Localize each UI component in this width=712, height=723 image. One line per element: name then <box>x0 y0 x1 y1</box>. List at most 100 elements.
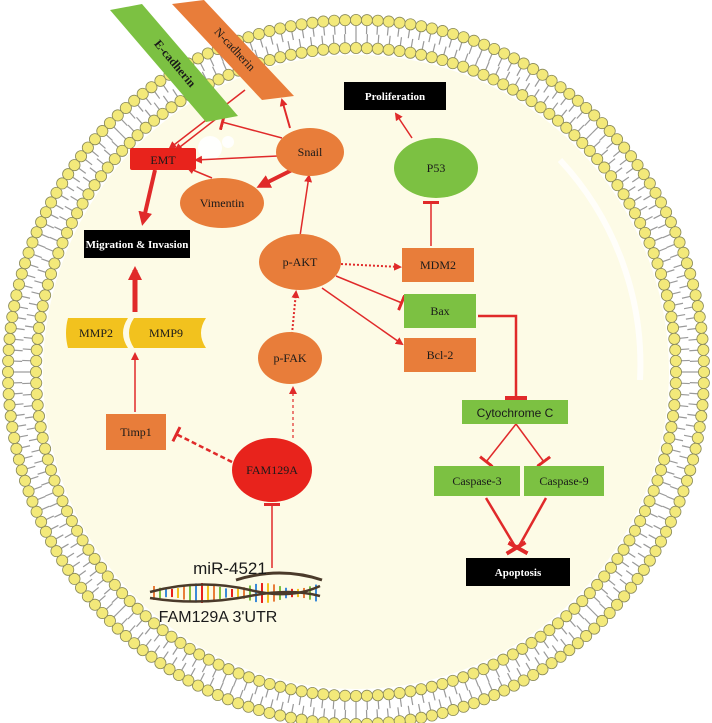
lipid-head <box>32 410 45 423</box>
lipid-head <box>655 267 668 280</box>
lipid-head <box>697 343 710 356</box>
lipid-head <box>30 343 43 356</box>
lipid-head <box>478 693 491 706</box>
lipid-head <box>382 688 395 701</box>
lipid-head <box>15 267 28 280</box>
lipid-head <box>404 46 417 59</box>
lipid-head <box>697 388 710 401</box>
lipid-head <box>183 642 196 655</box>
lipid-head <box>580 630 593 643</box>
lipid-head <box>339 14 352 27</box>
lipid-head <box>536 663 549 676</box>
lipid-head <box>649 545 662 558</box>
lipid-head <box>123 595 136 608</box>
lipid-head <box>274 51 287 64</box>
lipid-head <box>30 377 43 390</box>
lipid-head <box>71 524 84 537</box>
lipid-head <box>684 267 697 280</box>
lipid-head <box>103 117 116 130</box>
lipid-head <box>156 107 169 120</box>
lipid-head <box>108 578 121 591</box>
lipid-head <box>583 587 596 600</box>
lipid-head <box>317 688 330 701</box>
lipid-head <box>382 716 395 723</box>
lipid-head <box>568 602 581 615</box>
lipid-head <box>29 365 42 378</box>
lipid-head <box>96 125 109 138</box>
lipid-head <box>628 207 641 220</box>
lipid-head <box>232 667 245 680</box>
edge-emt-mig <box>138 169 157 226</box>
p-akt-shape <box>259 234 341 290</box>
fam129a-shape <box>232 438 312 502</box>
vesicle-small <box>222 136 234 148</box>
edge-p53-prolif <box>394 112 413 139</box>
lipid-head <box>88 598 101 611</box>
lipid-head <box>525 95 538 108</box>
lipid-head <box>81 141 94 154</box>
apoptosis-label: Apoptosis <box>495 567 542 579</box>
lipid-head <box>201 684 214 697</box>
lipid-head <box>71 207 84 220</box>
lipid-head <box>41 278 54 291</box>
timp1-label: Timp1 <box>120 425 152 439</box>
lipid-head <box>618 141 631 154</box>
bcl2-label: Bcl-2 <box>427 348 454 362</box>
lipid-head <box>436 706 449 719</box>
lipid-head <box>242 31 255 44</box>
lipid-head <box>192 52 205 65</box>
lipid-head <box>350 718 362 723</box>
lipid-head <box>61 226 74 239</box>
lipid-head <box>4 410 17 423</box>
lipid-head <box>588 109 601 122</box>
lipid-head <box>670 365 683 378</box>
edge-pfak-pakt <box>291 290 300 335</box>
lipid-head <box>536 68 549 81</box>
lipid-head <box>695 321 708 334</box>
lipid-head <box>568 129 581 142</box>
lipid-head <box>8 431 21 444</box>
lipid-head <box>148 114 161 127</box>
lipid-head <box>571 94 584 107</box>
lipid-head <box>551 617 564 630</box>
lipid-head <box>148 617 161 630</box>
lipid-head <box>48 257 61 270</box>
lipid-head <box>663 300 676 313</box>
lipid-head <box>39 525 52 538</box>
lipid-head <box>554 650 567 663</box>
lipid-head <box>96 606 109 619</box>
p53-label: P53 <box>427 161 446 175</box>
lipid-head <box>393 16 406 29</box>
lipid-head <box>349 690 362 703</box>
p-fak-shape <box>258 332 322 384</box>
lipid-head <box>576 595 589 608</box>
bax-box <box>404 294 476 328</box>
lipid-head <box>551 114 564 127</box>
lipid-head <box>62 563 75 576</box>
lipid-head <box>156 624 169 637</box>
lipid-head <box>111 622 124 635</box>
lipid-head <box>467 64 480 77</box>
lipid-head <box>487 658 500 671</box>
lipid-head <box>527 668 540 681</box>
lipid-head <box>425 709 438 722</box>
emt-box <box>130 148 196 170</box>
lipid-head <box>295 685 308 698</box>
lipid-head <box>467 34 480 47</box>
lipid-head <box>371 717 384 723</box>
lipid-head <box>52 484 65 497</box>
lipid-head <box>263 25 276 38</box>
lipid-head <box>655 464 668 477</box>
lipid-head <box>498 47 511 60</box>
node-bax: Bax <box>404 294 476 328</box>
lipid-head <box>507 52 520 65</box>
lipid-head <box>22 485 35 498</box>
lipid-head <box>651 257 664 270</box>
lipid-head <box>382 43 395 56</box>
lipid-head <box>339 689 352 702</box>
lipid-head <box>425 22 438 35</box>
lipid-head <box>664 216 677 229</box>
lipid-head <box>306 686 319 699</box>
lipid-head <box>571 637 584 650</box>
node-p53: P53 <box>394 138 478 198</box>
